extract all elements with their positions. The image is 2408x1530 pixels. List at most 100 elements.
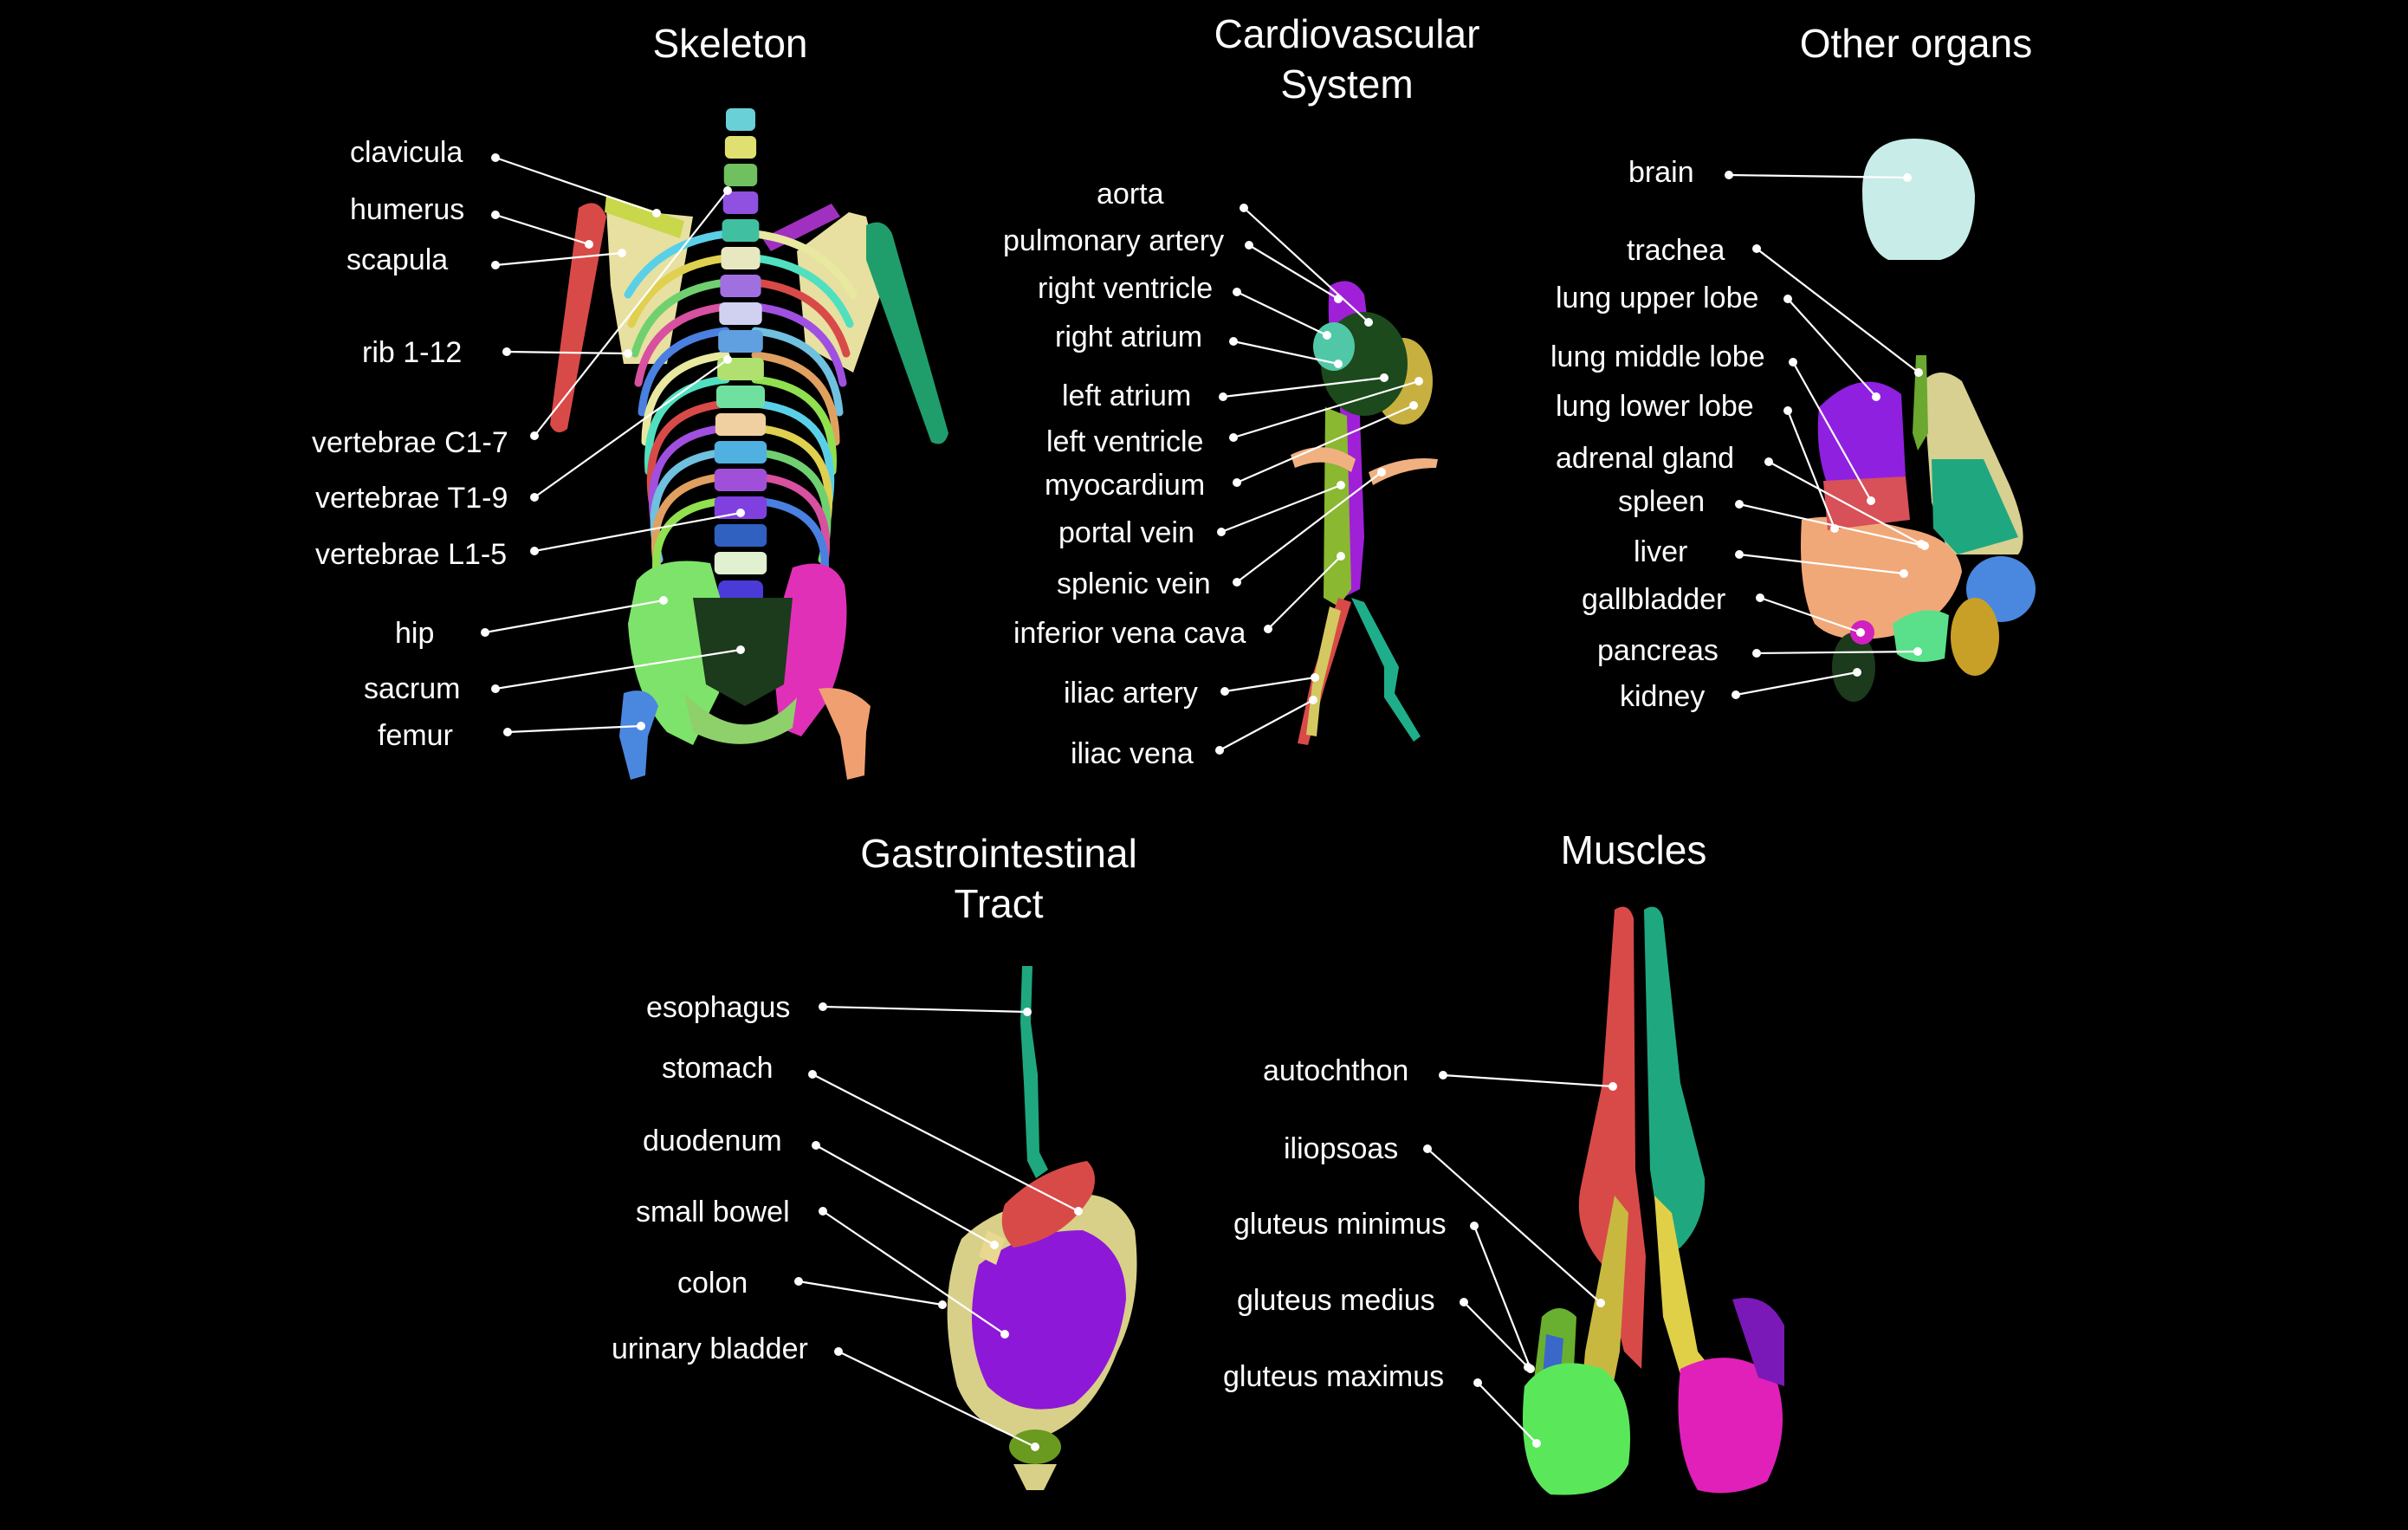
muscles-leaders-dot-start-4 [1473,1378,1482,1387]
label-esophagus: esophagus [646,991,790,1024]
cardio-leaders-dot-end-6 [1409,401,1418,410]
skeleton-leaders-dot-end-9 [637,722,645,730]
label-lung-upper-lobe: lung upper lobe [1556,282,1758,314]
organs-leaders-dot-start-0 [1725,171,1733,179]
vertebra-2 [724,136,757,159]
skeleton-leaders-dot-start-8 [491,684,500,693]
skeleton-leaders-dot-end-6 [736,509,745,517]
cardio-leaders-dot-start-2 [1233,288,1241,296]
muscles-leaders-dot-end-3 [1524,1363,1532,1371]
vertebra-15 [714,496,767,519]
cardio-leader-lines [1215,204,1423,755]
cardio-title-line2: System [1280,62,1413,107]
label-small-bowel: small bowel [636,1196,790,1229]
skeleton-leaders-dot-end-2 [618,249,626,257]
skeleton-leaders-dot-start-2 [491,261,500,269]
cardio-panel: Cardiovascular System aorta pulmonary ar… [1003,11,1479,770]
skeleton-leaders-line-6 [534,511,741,553]
label-gluteus-maximus: gluteus maximus [1223,1360,1444,1393]
organs-illustration [1801,139,2036,702]
cardio-leaders-line-5 [1233,379,1420,439]
gi-title-line2: Tract [954,881,1043,926]
skeleton-leaders-line-0 [495,156,657,215]
skeleton-leaders-dot-start-7 [481,628,489,637]
cardio-leaders-dot-end-9 [1337,552,1345,561]
organs-leaders-dot-end-0 [1903,173,1912,182]
autochthon-right-shape [1644,906,1706,1256]
muscles-leaders-line-1 [1427,1148,1602,1304]
vertebrae-group [714,108,767,615]
cardio-leaders-dot-start-5 [1229,433,1238,442]
cardio-leaders-line-7 [1220,483,1342,534]
organs-leaders-dot-end-9 [1913,647,1922,656]
pubis-shape [684,693,797,744]
skeleton-leaders-dot-start-1 [491,211,500,219]
muscles-leaders-dot-start-3 [1460,1298,1468,1306]
femur-right-shape [819,688,871,780]
femur-left-shape [619,690,658,780]
skeleton-leaders-dot-end-8 [736,645,745,654]
vertebra-9 [718,330,763,353]
skeleton-leaders-dot-end-7 [659,596,668,605]
skeleton-panel: Skeleton clavicula [312,21,948,780]
label-duodenum: duodenum [643,1125,782,1157]
splenic-vein-shape [1369,458,1438,485]
label-urinary-bladder: urinary bladder [612,1332,808,1365]
organs-leaders-dot-end-7 [1900,569,1908,578]
label-aorta: aorta [1097,178,1164,211]
label-femur: femur [378,719,453,752]
vertebra-13 [714,441,767,464]
cardio-leaders-dot-start-10 [1220,687,1229,696]
clavicula-left-shape [605,195,684,238]
cardio-leaders-dot-end-1 [1334,295,1343,303]
gi-leaders-line-0 [822,1005,1028,1014]
gluteus-maximus-left-shape [1523,1363,1630,1495]
rib-left-6 [641,351,730,446]
cardio-leaders-line-9 [1267,555,1342,630]
label-left-ventricle: left ventricle [1046,425,1203,458]
cardio-leaders-dot-end-2 [1323,331,1331,340]
label-myocardium: myocardium [1045,469,1205,502]
label-right-atrium: right atrium [1055,321,1202,353]
rib-left-7 [644,375,730,476]
skeleton-labels: clavicula humerus scapula rib 1-12 verte… [312,136,508,752]
skeleton-leaders-dot-end-0 [652,209,661,217]
gi-leaders-dot-end-1 [1074,1207,1083,1216]
gi-illustration [947,966,1137,1490]
muscles-leaders-dot-start-2 [1470,1222,1479,1230]
label-lung-middle-lobe: lung middle lobe [1550,340,1765,373]
cardio-leaders-dot-start-6 [1233,478,1241,487]
skeleton-illustration [550,108,948,780]
cardio-title-line1: Cardiovascular [1214,11,1480,56]
rib-left-3 [631,278,730,358]
label-vertebrae-l: vertebrae L1-5 [315,538,507,571]
cardio-leaders-line-2 [1236,291,1328,336]
organs-leaders-line-6 [1738,502,1926,548]
vertebra-7 [720,275,761,297]
organs-leaders-dot-end-8 [1856,628,1865,637]
cardio-leaders-dot-start-1 [1245,241,1253,250]
skeleton-leaders-dot-start-3 [502,347,511,356]
label-rib: rib 1-12 [362,336,462,369]
cardio-leaders-dot-start-8 [1233,578,1241,587]
cardio-leaders-dot-end-5 [1414,377,1423,386]
label-clavicula: clavicula [350,136,463,169]
label-humerus: humerus [350,193,464,226]
cardio-labels: aorta pulmonary artery right ventricle r… [1003,178,1246,770]
skeleton-leaders-line-8 [495,648,741,690]
vertebra-17 [714,552,767,574]
rib-right-5 [751,327,844,417]
lung-green-shape [1932,459,2018,554]
skeleton-leaders-dot-start-6 [530,547,539,555]
label-trachea: trachea [1627,234,1725,267]
gi-leaders-dot-end-4 [938,1300,947,1309]
cardio-leaders-line-4 [1222,376,1385,399]
brain-shape [1862,139,1975,260]
kidney-left-shape [1832,632,1875,702]
label-adrenal-gland: adrenal gland [1556,442,1734,475]
cardio-leaders-dot-end-0 [1364,318,1373,327]
label-vertebrae-c: vertebrae C1-7 [312,426,508,459]
label-spleen: spleen [1618,485,1705,518]
cardio-leaders-line-10 [1224,676,1316,693]
